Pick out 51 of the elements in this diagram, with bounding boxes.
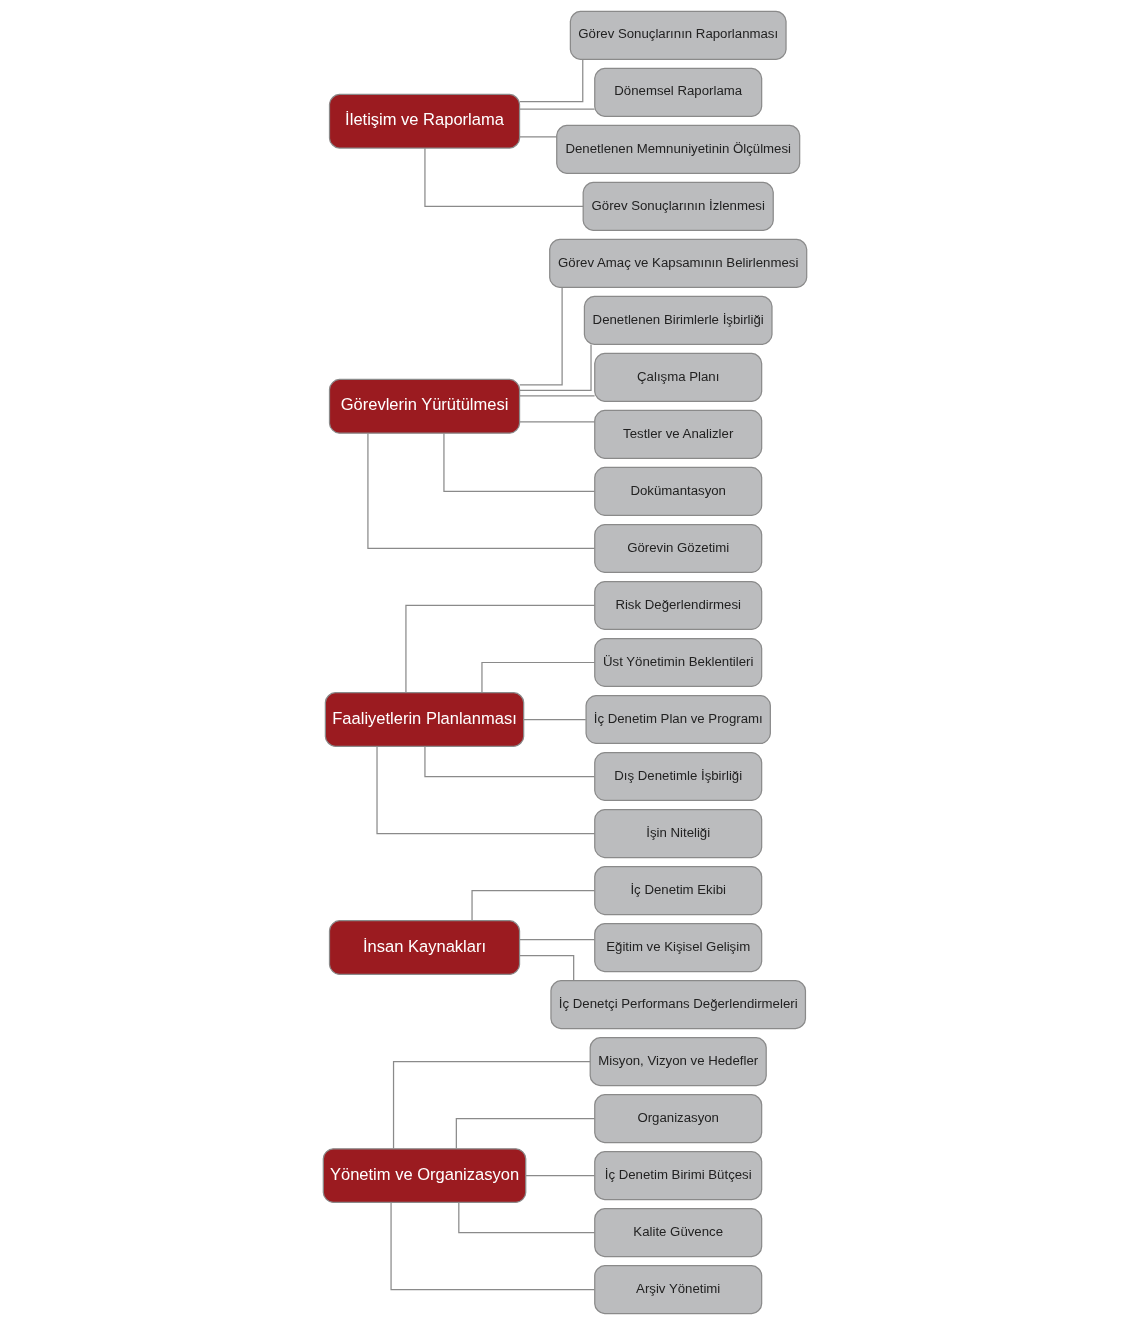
connector xyxy=(375,745,595,835)
node-box: Görevin Gözetimi xyxy=(593,523,762,574)
connector xyxy=(389,1202,595,1291)
connector xyxy=(518,108,595,110)
connector xyxy=(522,718,586,721)
node-box: Dokümantasyon xyxy=(593,466,762,517)
node-box: Görev Amaç ve Kapsamının Belirlenmesi xyxy=(548,238,807,288)
connector xyxy=(392,1061,591,1150)
connector xyxy=(470,889,595,922)
node-box: Denetlenen Memnuniyetinin Ölçülmesi xyxy=(555,124,800,174)
node-box: Organizasyon xyxy=(593,1094,762,1144)
connector xyxy=(480,661,595,693)
node-box: Üst Yönetimin Beklentileri xyxy=(593,637,762,688)
node-box: Yönetim ve Organizasyon xyxy=(322,1148,526,1204)
node-box: Risk Değerlendirmesi xyxy=(593,580,762,631)
node-box: Çalışma Planı xyxy=(593,352,762,402)
node-box: Kalite Güvence xyxy=(593,1208,762,1258)
connector xyxy=(457,1202,595,1234)
node-box: İşin Niteliği xyxy=(593,808,762,859)
node-box: İç Denetim Ekibi xyxy=(593,866,762,916)
node-box: İç Denetim Birimi Bütçesi xyxy=(593,1151,762,1201)
node-box: İç Denetim Plan ve Programı xyxy=(584,694,771,745)
connector xyxy=(524,1175,595,1177)
node-box: Faaliyetlerin Planlanması xyxy=(324,692,524,747)
connector xyxy=(518,938,595,941)
node-box: Denetlenen Birimlerle İşbirliği xyxy=(583,295,773,345)
connector xyxy=(423,147,584,207)
node-box: İnsan Kaynakları xyxy=(328,920,520,976)
connector xyxy=(404,604,595,694)
connector xyxy=(518,58,583,103)
connector xyxy=(518,136,557,138)
connector xyxy=(518,954,574,981)
connector xyxy=(455,1118,595,1150)
node-box: Misyon, Vizyon ve Hedefler xyxy=(589,1037,767,1087)
node-box: Görevlerin Yürütülmesi xyxy=(328,378,520,434)
node-box: İletişim ve Raporlama xyxy=(328,93,520,149)
node-box: Eğitim ve Kişisel Gelişim xyxy=(593,923,762,973)
node-box: Dönemsel Raporlama xyxy=(593,67,762,117)
node-box: Dış Denetimle İşbirliği xyxy=(593,751,762,802)
node-box: Arşiv Yönetimi xyxy=(593,1265,762,1315)
connector xyxy=(518,421,595,423)
connector xyxy=(518,343,592,392)
node-box: Testler ve Analizler xyxy=(593,409,762,459)
connector xyxy=(518,286,563,386)
node-box: Görev Sonuçlarının Raporlanması xyxy=(569,10,787,60)
node-box: İç Denetçi Performans Değerlendirmeleri xyxy=(549,980,806,1030)
node-box: Görev Sonuçlarının İzlenmesi xyxy=(582,181,774,231)
connector xyxy=(518,395,595,397)
connector xyxy=(423,746,595,778)
connector xyxy=(442,432,595,493)
connector xyxy=(366,432,595,550)
